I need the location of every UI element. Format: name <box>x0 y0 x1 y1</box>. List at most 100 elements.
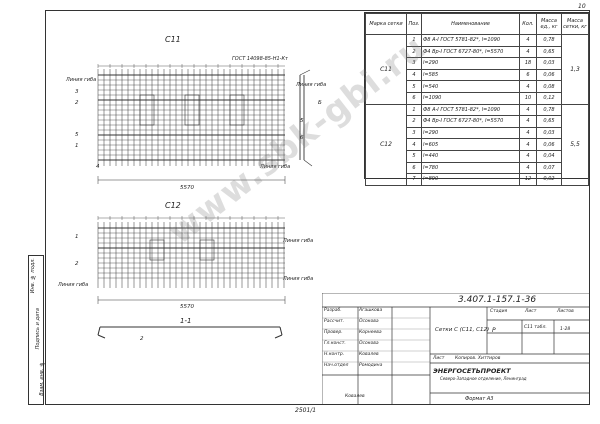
spec-cell: 1 <box>406 103 422 117</box>
spec-cell: l=605 <box>421 138 520 151</box>
drawing2-pos-mark: 1 <box>75 234 79 240</box>
spec-cell: 4 <box>519 45 537 59</box>
drawing1-bend-line: Линия гиба <box>66 77 97 83</box>
spec-cell: 18 <box>519 57 537 70</box>
drawing1-pos-mark: 2 <box>75 100 79 106</box>
spec-cell: Ф4 Вр-I ГОСТ 6727-80*, l=5570 <box>421 115 520 128</box>
tb-name: Агашкова <box>359 308 383 313</box>
spec-cell: l=290 <box>421 126 520 140</box>
spec-header: Марка сетки <box>365 13 407 35</box>
spec-cell: 5 <box>406 149 422 163</box>
drawing1-pos-mark: 6 <box>300 135 304 141</box>
spec-cell: 12 <box>519 173 537 186</box>
spec-total: 1,3 <box>561 34 589 105</box>
drawing1-pos-mark: 5 <box>75 132 79 138</box>
spec-cell: 6 <box>406 91 422 105</box>
drawing1-bend-line: Линия гиба <box>296 82 327 88</box>
section-mark: 2 <box>140 336 144 342</box>
spec-mark: С11 <box>365 34 407 105</box>
spec-cell: 4 <box>519 161 537 175</box>
drawing2-bend-line: Линия гиба <box>58 282 89 288</box>
section-profile <box>97 326 101 336</box>
spec-cell: 0,03 <box>536 57 562 70</box>
section-bend <box>303 159 313 167</box>
specification-table: Марка сетки Поз. Наименование Кол. Масса… <box>364 12 590 186</box>
document-code: 3.407.1-157.1-36 <box>458 295 537 305</box>
section-profile <box>274 334 283 339</box>
spec-cell: 0,02 <box>536 173 562 186</box>
tb-name: Осокова <box>359 341 379 346</box>
spec-cell: 0,12 <box>536 91 562 105</box>
spec-cell: 5 <box>406 80 422 93</box>
drawing2-bend-line: Линия гиба <box>283 238 314 244</box>
spec-cell: 0,06 <box>536 68 562 82</box>
spec-cell: 0,65 <box>536 115 562 128</box>
spec-mark: С12 <box>365 103 407 186</box>
sheet-number: 10 <box>578 3 586 10</box>
spec-cell: 2 <box>406 115 422 128</box>
organization-name: ЭНЕРГОСЕТЬПРОЕКТ <box>433 367 511 375</box>
spec-cell: 0,04 <box>536 149 562 163</box>
spec-cell: 4 <box>406 138 422 151</box>
document-title: Сетки С (С11, С12) <box>435 327 490 333</box>
section-profile <box>97 334 106 339</box>
drawing2-dim-total: 5570 <box>180 304 194 310</box>
tb-role: Нач.отдел <box>324 363 349 368</box>
tb-role: Разраб. <box>324 308 342 313</box>
mesh-opening <box>149 239 165 261</box>
spec-header: Масса ед., кг <box>536 13 562 35</box>
spec-cell: 6 <box>406 161 422 175</box>
mesh-opening <box>199 239 215 261</box>
tb-name: Ковалев <box>359 352 379 357</box>
stage-header: Стадия <box>490 309 508 314</box>
spec-header: Масса сетки, кг <box>561 13 589 35</box>
stage-value: Р <box>492 327 496 334</box>
spec-header: Наименование <box>421 13 520 35</box>
spec-cell: 4 <box>519 115 537 128</box>
drawing2-bend-line: Линия гиба <box>283 276 314 282</box>
tb-name: Ромодина <box>359 363 383 368</box>
spec-cell: l=585 <box>421 68 520 82</box>
copier-label: Копиров. Хиттиров <box>455 356 501 361</box>
section-bend <box>299 69 311 76</box>
bottom-mid-label: Ковалев <box>345 394 365 399</box>
section-profile <box>279 326 283 336</box>
section-title: 1-1 <box>180 317 192 325</box>
mesh-opening <box>139 94 155 126</box>
spec-cell: 0,65 <box>536 45 562 59</box>
sheet-frame <box>45 10 590 405</box>
drawing2-title: С12 <box>165 201 181 210</box>
spec-cell: 0,78 <box>536 34 562 47</box>
organization-sub: Северо-Западное отделение, Ленинград <box>440 376 527 381</box>
spec-cell: 4 <box>519 149 537 163</box>
tb-role: Гл.конст. <box>324 341 346 346</box>
spec-cell: 4 <box>519 80 537 93</box>
spec-cell: l=890 <box>421 173 520 186</box>
spec-cell: 0,07 <box>536 161 562 175</box>
mesh-opening <box>229 94 245 126</box>
bottom-left-label: Лист <box>433 356 445 361</box>
sheets-header: Листов <box>557 309 574 314</box>
spec-cell: l=780 <box>421 161 520 175</box>
title-block <box>322 293 590 405</box>
tb-role: Рассчит. <box>324 319 345 324</box>
spec-cell: l=290 <box>421 57 520 70</box>
spec-cell: 4 <box>519 34 537 47</box>
spec-cell: Ф8 А-I ГОСТ 5781-82*, l=1090 <box>421 103 520 117</box>
mesh-opening <box>184 94 200 126</box>
spec-cell: 0,78 <box>536 103 562 117</box>
sheets-value: 1-28 <box>560 327 571 332</box>
spec-cell: 4 <box>519 138 537 151</box>
archive-number: 2501/1 <box>295 407 317 414</box>
spec-cell: 6 <box>519 68 537 82</box>
drawing1-gost-label: ГОСТ 14098-85-Н1-Кт <box>232 56 288 62</box>
spec-cell: Ф4 Вр-I ГОСТ 6727-80*, l=5570 <box>421 45 520 59</box>
